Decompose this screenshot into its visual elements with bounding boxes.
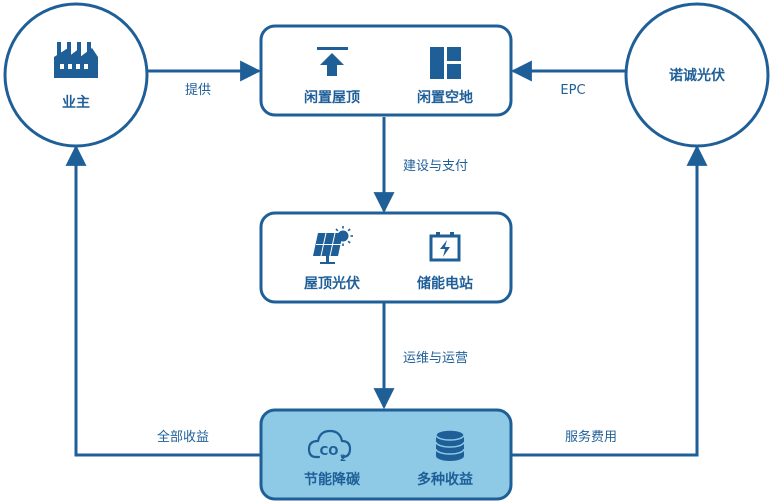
edge-label-epc: EPC bbox=[560, 83, 585, 98]
factory-icon bbox=[54, 42, 98, 78]
layout-grid-icon bbox=[430, 47, 461, 79]
svg-text:2: 2 bbox=[340, 454, 346, 464]
carbon-reduction-label: 节能降碳 bbox=[304, 471, 361, 488]
idle-resources-box: 闲置屋顶 闲置空地 bbox=[259, 24, 513, 117]
edge-label-build-pay: 建设与支付 bbox=[403, 159, 468, 174]
edge-label-all-revenue: 全部收益 bbox=[157, 429, 209, 445]
edge-label-service-fee: 服务费用 bbox=[565, 429, 617, 445]
storage-station-label: 储能电站 bbox=[416, 275, 473, 292]
coin-stack-icon bbox=[435, 429, 465, 461]
revenue-label: 多种收益 bbox=[417, 471, 473, 488]
nuo-pv-node: 诺诚光伏 bbox=[624, 2, 770, 148]
idle-roof-label: 闲置屋顶 bbox=[304, 89, 360, 106]
battery-icon bbox=[429, 232, 461, 262]
benefits-box: CO 2 节能降碳 多种收益 bbox=[259, 408, 513, 501]
co2-cloud-icon: CO 2 bbox=[307, 429, 352, 464]
rooftop-pv-label: 屋顶光伏 bbox=[304, 275, 360, 292]
pv-storage-box: 屋顶光伏 储能电站 bbox=[259, 211, 513, 304]
nuo-pv-label: 诺诚光伏 bbox=[669, 67, 725, 84]
owner-node: 业主 bbox=[3, 2, 149, 148]
edge-benefit-to-owner bbox=[65, 144, 261, 457]
solar-panel-icon bbox=[313, 226, 353, 264]
owner-label: 业主 bbox=[62, 94, 90, 111]
svg-text:CO: CO bbox=[319, 444, 338, 458]
edge-benefit-to-nuo bbox=[511, 144, 708, 457]
idle-land-label: 闲置空地 bbox=[417, 89, 473, 106]
edge-label-provide: 提供 bbox=[185, 82, 211, 98]
edge-label-om: 运维与运营 bbox=[403, 351, 468, 366]
upload-icon bbox=[317, 47, 348, 76]
